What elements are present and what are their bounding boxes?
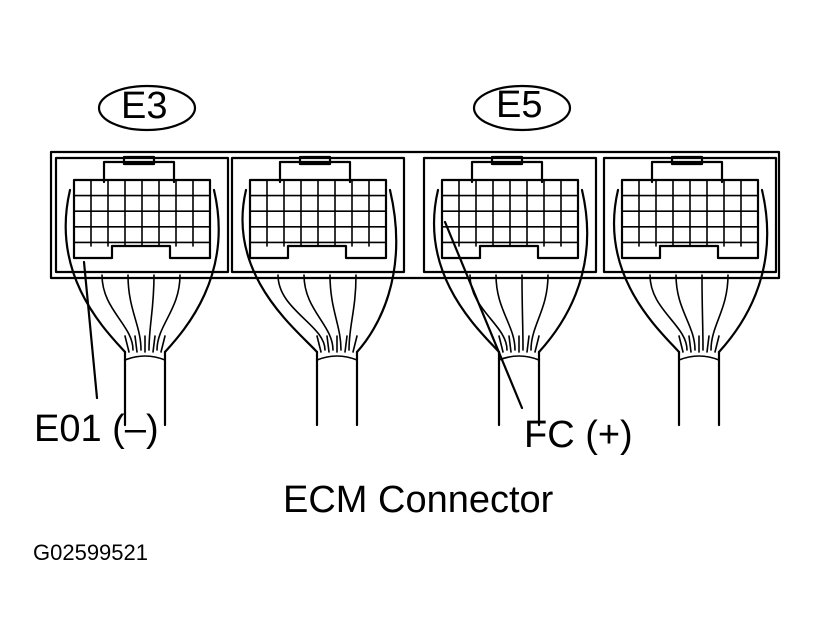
connector-housing [49, 150, 781, 280]
e5-label-oval [472, 84, 572, 132]
wire-bundle-edge [537, 188, 589, 354]
wire-tuft [688, 335, 692, 353]
wire-tuft [498, 335, 504, 353]
fc-pointer-line [443, 220, 524, 410]
connector-latch-tab [122, 155, 156, 166]
connector-latch [650, 160, 724, 184]
connector-latch [102, 160, 176, 184]
e3-label-oval [97, 84, 197, 132]
wire [303, 274, 334, 351]
cable-sheath-band [316, 355, 358, 361]
wire [277, 274, 326, 351]
wire-tuft [152, 335, 156, 353]
wire [127, 274, 142, 351]
wire [101, 274, 134, 351]
wire [530, 274, 549, 351]
wire-tuft [526, 335, 530, 353]
figure-code: G02599521 [33, 540, 148, 565]
wire-tuft [344, 335, 348, 353]
wire [675, 274, 696, 351]
wire-tuft [326, 335, 330, 353]
connector-latch-tab [670, 155, 704, 166]
wire [701, 274, 704, 351]
wire [495, 274, 516, 351]
wire-tuft [508, 335, 512, 353]
connector-block [54, 155, 230, 427]
connector-latch [278, 160, 352, 184]
wire-bundle-edge [64, 188, 127, 354]
wire-bundle-edge [432, 188, 501, 354]
e01-terminal-label: E01 (–) [34, 408, 159, 450]
wire [469, 274, 508, 351]
wire [156, 274, 181, 351]
fc-terminal-label: FC (+) [524, 414, 633, 456]
wire-bundle-edge [717, 188, 769, 354]
e01-pointer-line [82, 260, 99, 400]
connector-latch-tab [298, 155, 332, 166]
wire [348, 274, 357, 351]
wire-tuft [706, 335, 710, 353]
connector-latch [470, 160, 544, 184]
wire-bundle-edge [241, 188, 319, 354]
e3-connector-label: E3 [121, 85, 168, 127]
wire [329, 274, 342, 351]
cable-sheath-band [678, 355, 720, 361]
wire-tuft [714, 335, 720, 353]
wire-tuft [678, 335, 684, 353]
wire-bundle-edge [612, 188, 681, 354]
wire [521, 274, 524, 351]
wire-tuft [124, 335, 130, 353]
wire [710, 274, 729, 351]
wire-tuft [134, 335, 138, 353]
cable-sheath-band [498, 355, 540, 361]
wire-bundle-edge [355, 188, 398, 354]
e5-connector-label: E5 [496, 84, 543, 126]
wire-bundle-edge [163, 188, 220, 354]
wire [649, 274, 688, 351]
wire-tuft [316, 335, 322, 353]
connector-block [422, 155, 598, 427]
connector-block [230, 155, 406, 427]
connector-block [602, 155, 778, 427]
wire-tuft [352, 335, 358, 353]
wire-tuft [160, 335, 166, 353]
wire [148, 274, 155, 351]
cable-sheath-band [124, 355, 166, 361]
connector-latch-tab [490, 155, 524, 166]
diagram-title: ECM Connector [283, 479, 554, 521]
wire-tuft [534, 335, 540, 353]
